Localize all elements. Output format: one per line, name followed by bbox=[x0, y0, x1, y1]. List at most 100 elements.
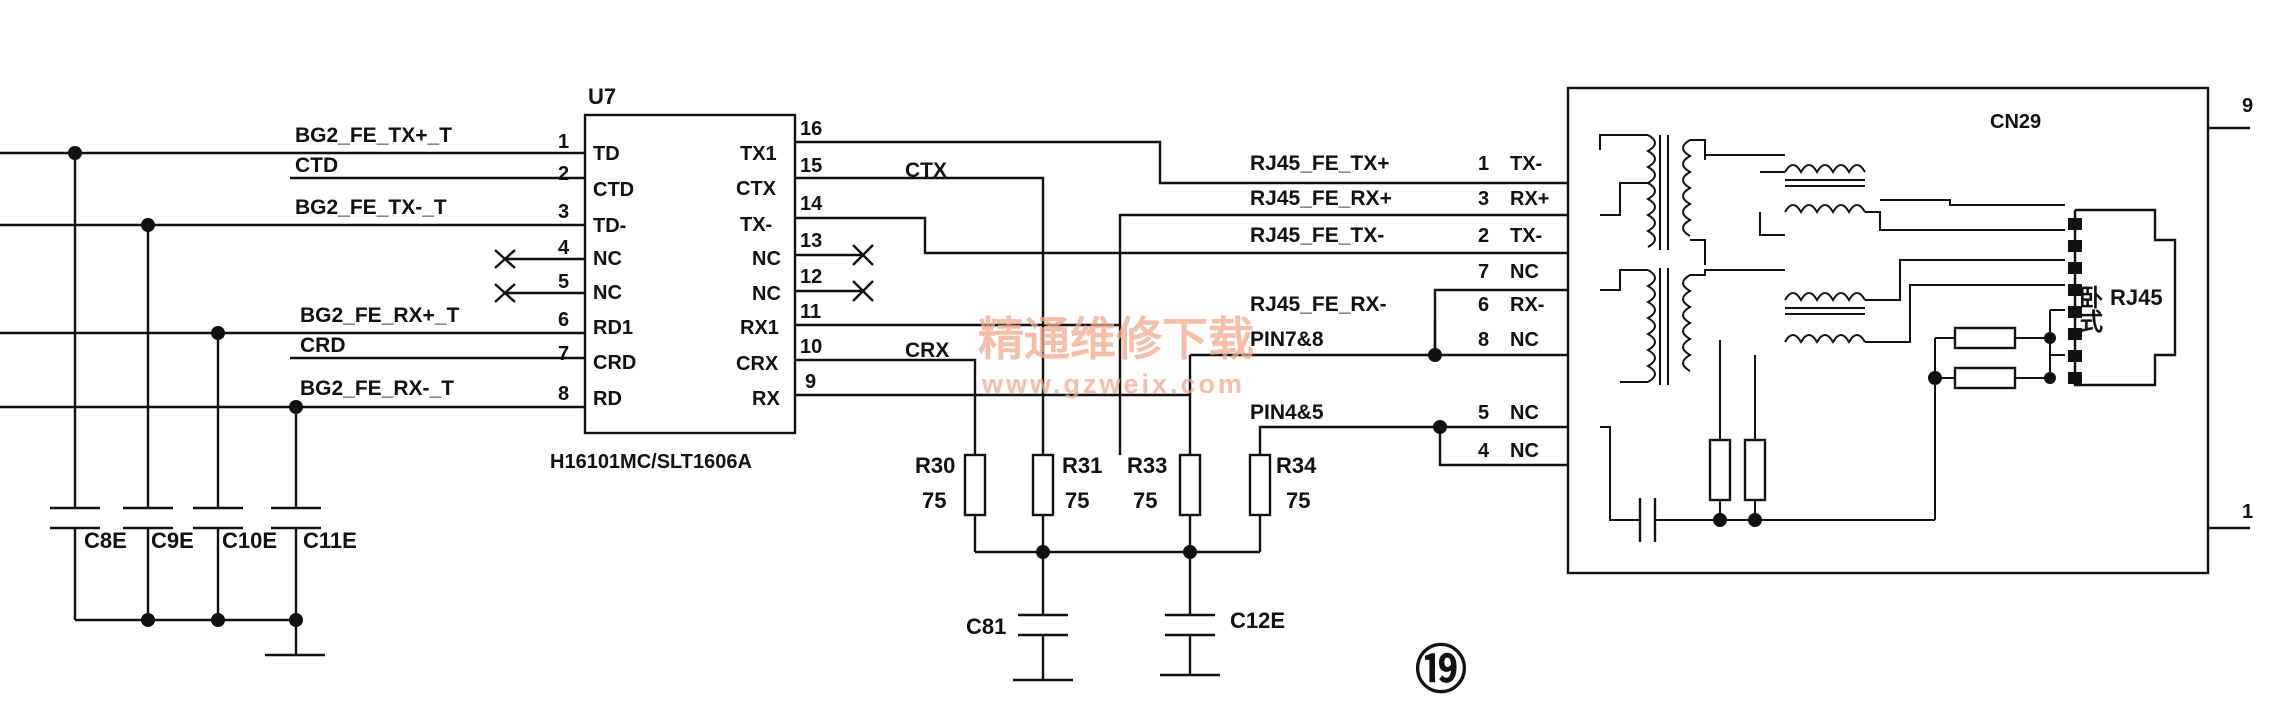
svg-text:RD1: RD1 bbox=[593, 317, 633, 339]
capacitor-c10e: C10E bbox=[193, 506, 277, 553]
capacitor-c9e: C9E bbox=[123, 506, 194, 553]
cap-label: C9E bbox=[151, 528, 194, 553]
ic-right-pin-numbers: 16 15 14 13 12 11 10 9 bbox=[800, 118, 823, 393]
svg-text:NC: NC bbox=[1510, 261, 1539, 283]
svg-text:16: 16 bbox=[800, 118, 822, 140]
svg-text:NC: NC bbox=[1510, 440, 1539, 462]
ic-right-pin-names: TX1 CTX TX- NC NC RX1 CRX RX bbox=[736, 143, 781, 410]
svg-text:C12E: C12E bbox=[1230, 608, 1285, 633]
termination-resistors: R30 75 R31 75 R33 75 R34 75 bbox=[915, 453, 1317, 559]
svg-text:NC: NC bbox=[593, 248, 622, 270]
svg-text:CTX: CTX bbox=[736, 178, 777, 200]
svg-text:RX1: RX1 bbox=[740, 317, 779, 339]
left-bus-junctions bbox=[68, 146, 303, 627]
net-rj45-tx-plus: RJ45_FE_TX+ bbox=[1250, 152, 1390, 175]
net-label: CRD bbox=[300, 334, 346, 357]
svg-text:14: 14 bbox=[800, 193, 823, 215]
cap-label: C10E bbox=[222, 528, 277, 553]
capacitor-c11e: C11E bbox=[271, 506, 357, 553]
connector-pin-labels: 1 TX- 3 RX+ 2 TX- 7 NC 6 RX- 8 NC 5 NC 4… bbox=[1478, 153, 1549, 462]
resistor-r34: R34 75 bbox=[1248, 453, 1317, 552]
svg-text:3: 3 bbox=[558, 201, 569, 223]
left-net-labels: BG2_FE_TX+_T CTD BG2_FE_TX-_T BG2_FE_RX+… bbox=[295, 124, 459, 400]
svg-text:R33: R33 bbox=[1127, 453, 1167, 478]
svg-text:RX+: RX+ bbox=[1510, 188, 1549, 210]
svg-text:5: 5 bbox=[558, 271, 569, 293]
svg-text:6: 6 bbox=[1478, 294, 1489, 316]
svg-text:RX-: RX- bbox=[1510, 294, 1544, 316]
svg-text:RX: RX bbox=[752, 388, 780, 410]
watermark-url: www.gzweix.com bbox=[981, 369, 1245, 399]
svg-text:12: 12 bbox=[800, 266, 822, 288]
cap-label: C11E bbox=[303, 528, 357, 553]
svg-text:CTD: CTD bbox=[593, 179, 634, 201]
net-label: BG2_FE_RX+_T bbox=[300, 304, 459, 327]
svg-text:NC: NC bbox=[593, 282, 622, 304]
svg-text:CRX: CRX bbox=[736, 353, 779, 375]
middle-wires bbox=[830, 140, 1568, 467]
svg-text:R30: R30 bbox=[915, 453, 955, 478]
shield-pin-bottom: 1 bbox=[2242, 501, 2253, 523]
svg-text:13: 13 bbox=[800, 230, 822, 252]
watermark-text: 精通维修下载 bbox=[978, 313, 1254, 365]
svg-text:TX-: TX- bbox=[1510, 153, 1542, 175]
net-label: BG2_FE_RX-_T bbox=[300, 377, 454, 400]
net-rj45-rx-plus: RJ45_FE_RX+ bbox=[1250, 187, 1392, 210]
jack-type: 卧式 bbox=[2075, 285, 2103, 334]
shield-pin-top: 9 bbox=[2242, 95, 2253, 117]
svg-text:TX1: TX1 bbox=[740, 143, 777, 165]
connector-ref: CN29 bbox=[1990, 111, 2041, 133]
svg-text:RD: RD bbox=[593, 388, 622, 410]
connector-cn29: CN29 9 1 1 TX- 3 RX+ 2 TX- 7 NC 6 RX- 8 … bbox=[1478, 86, 2253, 575]
svg-text:NC: NC bbox=[1510, 402, 1539, 424]
svg-text:9: 9 bbox=[805, 371, 816, 393]
net-label: BG2_FE_TX-_T bbox=[295, 196, 447, 219]
net-pin45: PIN4&5 bbox=[1250, 401, 1324, 424]
svg-text:8: 8 bbox=[558, 383, 569, 405]
transformer-lower bbox=[1600, 259, 2065, 440]
svg-text:R31: R31 bbox=[1062, 453, 1102, 478]
ic-u7: U7 H16101MC/SLT1606A 1 2 3 4 5 6 7 8 TD … bbox=[550, 84, 830, 473]
svg-text:C81: C81 bbox=[966, 614, 1006, 639]
svg-text:4: 4 bbox=[1478, 440, 1490, 462]
svg-text:TX-: TX- bbox=[1510, 225, 1542, 247]
bottom-capacitors: C81 C12E bbox=[966, 552, 1285, 682]
net-pin78: PIN7&8 bbox=[1250, 328, 1324, 351]
svg-text:4: 4 bbox=[558, 237, 570, 259]
svg-text:11: 11 bbox=[800, 301, 821, 323]
ic-nc-left bbox=[494, 249, 565, 303]
svg-text:75: 75 bbox=[922, 488, 946, 513]
ic-left-pin-numbers: 1 2 3 4 5 6 7 8 bbox=[558, 131, 570, 405]
svg-text:15: 15 bbox=[800, 155, 822, 177]
net-label: CTD bbox=[295, 154, 338, 177]
svg-text:75: 75 bbox=[1065, 488, 1089, 513]
capacitor-c81: C81 bbox=[966, 552, 1073, 682]
cap-label: C8E bbox=[84, 528, 127, 553]
svg-text:3: 3 bbox=[1478, 188, 1489, 210]
ic-ref: U7 bbox=[588, 84, 616, 109]
connector-internal-termination bbox=[1600, 309, 2065, 542]
net-ctx: CTX bbox=[905, 159, 947, 182]
ic-body bbox=[583, 113, 797, 435]
ic-left-pins bbox=[565, 151, 585, 409]
middle-net-labels: CTX CRX RJ45_FE_TX+ RJ45_FE_RX+ RJ45_FE_… bbox=[905, 152, 1392, 424]
capacitor-c12e: C12E bbox=[1160, 552, 1285, 677]
jack-label: RJ45 bbox=[2110, 285, 2163, 310]
transformer-upper bbox=[1599, 134, 2065, 265]
svg-text:1: 1 bbox=[558, 131, 569, 153]
svg-text:5: 5 bbox=[1478, 402, 1489, 424]
net-label: BG2_FE_TX+_T bbox=[295, 124, 452, 147]
figure-number: ⑲ bbox=[1415, 642, 1467, 700]
net-rj45-rx-minus: RJ45_FE_RX- bbox=[1250, 293, 1387, 316]
svg-text:NC: NC bbox=[752, 248, 781, 270]
capacitor-c8e: C8E bbox=[50, 506, 127, 553]
ic-part-number: H16101MC/SLT1606A bbox=[550, 451, 752, 473]
svg-text:R34: R34 bbox=[1276, 453, 1317, 478]
svg-text:TD: TD bbox=[593, 143, 620, 165]
net-crx: CRX bbox=[905, 339, 949, 362]
svg-text:TX-: TX- bbox=[740, 214, 772, 236]
net-rj45-tx-minus: RJ45_FE_TX- bbox=[1250, 224, 1384, 247]
svg-text:NC: NC bbox=[752, 283, 781, 305]
ic-left-pin-names: TD CTD TD- NC NC RD1 CRD RD bbox=[593, 143, 636, 410]
